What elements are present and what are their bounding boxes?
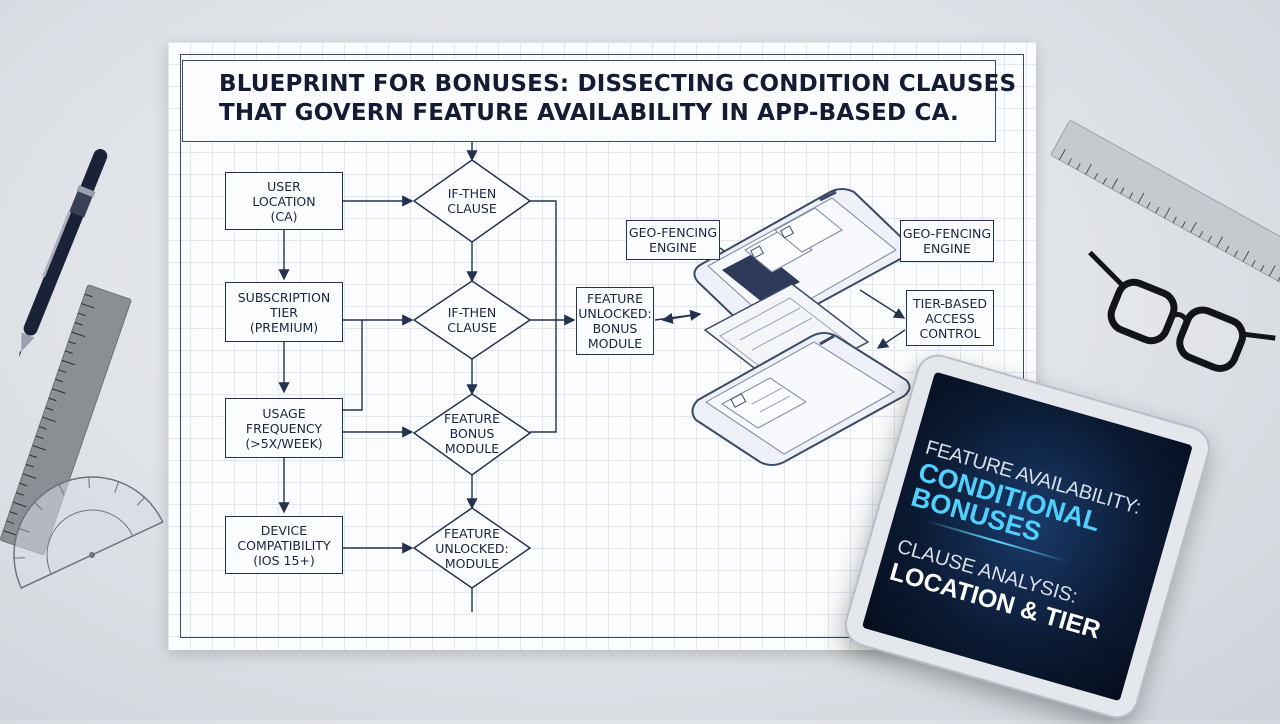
node-line: ENGINE xyxy=(649,240,697,255)
node-line: LOCATION xyxy=(252,193,316,209)
node-line: MODULE xyxy=(444,440,500,456)
node-line: ENGINE xyxy=(923,241,971,256)
node-line: (IOS 15+) xyxy=(253,552,315,568)
node-line: BONUS xyxy=(592,321,638,336)
node-line: TIER xyxy=(270,304,298,320)
node-line: CLAUSE xyxy=(447,201,497,216)
callout-geo-fencing-right: GEO-FENCING ENGINE xyxy=(900,220,994,262)
node-line: TIER-BASED xyxy=(912,295,988,311)
node-line: (>5X/WEEK) xyxy=(245,435,323,451)
decision-diamond xyxy=(412,159,532,243)
glasses-icon xyxy=(1088,250,1276,372)
title-line-1: BLUEPRINT FOR BONUSES: DISSECTING CONDIT… xyxy=(219,71,1017,97)
node-line: GEO-FENCING xyxy=(902,226,992,241)
node-line: (CA) xyxy=(270,208,298,224)
protractor-icon xyxy=(13,476,164,589)
smartphone-icon xyxy=(693,188,909,334)
paper-frame xyxy=(180,54,1024,638)
node-line: USER xyxy=(267,178,301,194)
ruler-icon xyxy=(1050,120,1280,296)
node-line: DEVICE xyxy=(260,522,308,538)
input-usage-frequency: USAGE FREQUENCY (>5X/WEEK) xyxy=(225,398,343,458)
node-line: FEATURE xyxy=(586,291,644,306)
node-line: MODULE xyxy=(444,555,500,571)
node-line: GEO-FENCING xyxy=(628,225,718,240)
decision-label: FEATURE BONUS MODULE xyxy=(422,410,522,456)
input-subscription-tier: SUBSCRIPTION TIER (PREMIUM) xyxy=(225,282,343,342)
title-block: BLUEPRINT FOR BONUSES: DISSECTING CONDIT… xyxy=(182,60,1016,142)
callout-tier-access: TIER-BASED ACCESS CONTROL xyxy=(906,290,994,346)
node-line: UNLOCKED: xyxy=(435,540,509,556)
outcome-feature-unlocked: FEATURE UNLOCKED: BONUS MODULE xyxy=(576,287,654,355)
callout-geo-fencing-left: GEO-FENCING ENGINE xyxy=(626,220,720,260)
node-line: SUBSCRIPTION xyxy=(237,289,331,305)
tablet-text: FEATURE AVAILABILITY: CONDITIONAL BONUSE… xyxy=(886,437,1192,663)
node-line: CLAUSE xyxy=(447,320,497,335)
decision-diamond xyxy=(412,393,532,476)
decision-label: IF-THEN CLAUSE xyxy=(422,180,522,222)
node-line: FEATURE xyxy=(443,410,501,426)
decision-diamond xyxy=(412,280,532,360)
title-line-2: THAT GOVERN FEATURE AVAILABILITY IN APP-… xyxy=(219,100,959,126)
node-line: USAGE xyxy=(262,405,306,421)
input-device-compatibility: DEVICE COMPATIBILITY (IOS 15+) xyxy=(225,516,343,574)
node-line: FREQUENCY xyxy=(245,420,323,436)
input-user-location: USER LOCATION (CA) xyxy=(225,172,343,230)
node-line: BONUS xyxy=(449,425,495,441)
smartphone-icon xyxy=(691,332,911,466)
node-line: COMPATIBILITY xyxy=(237,537,331,553)
tablet-screen: FEATURE AVAILABILITY: CONDITIONAL BONUSE… xyxy=(861,371,1193,702)
node-line: UNLOCKED: xyxy=(578,306,652,321)
node-line: ACCESS xyxy=(925,310,975,326)
node-line: FEATURE xyxy=(443,525,501,541)
node-line: MODULE xyxy=(587,336,643,351)
decision-label: IF-THEN CLAUSE xyxy=(422,299,522,341)
node-line: CONTROL xyxy=(919,325,981,341)
decision-label: FEATURE UNLOCKED: MODULE xyxy=(422,525,522,571)
node-line: IF-THEN xyxy=(447,305,497,320)
pen-icon xyxy=(19,149,108,358)
node-line: (PREMIUM) xyxy=(249,319,319,335)
node-line: IF-THEN xyxy=(447,186,497,201)
decision-diamond xyxy=(412,507,532,589)
